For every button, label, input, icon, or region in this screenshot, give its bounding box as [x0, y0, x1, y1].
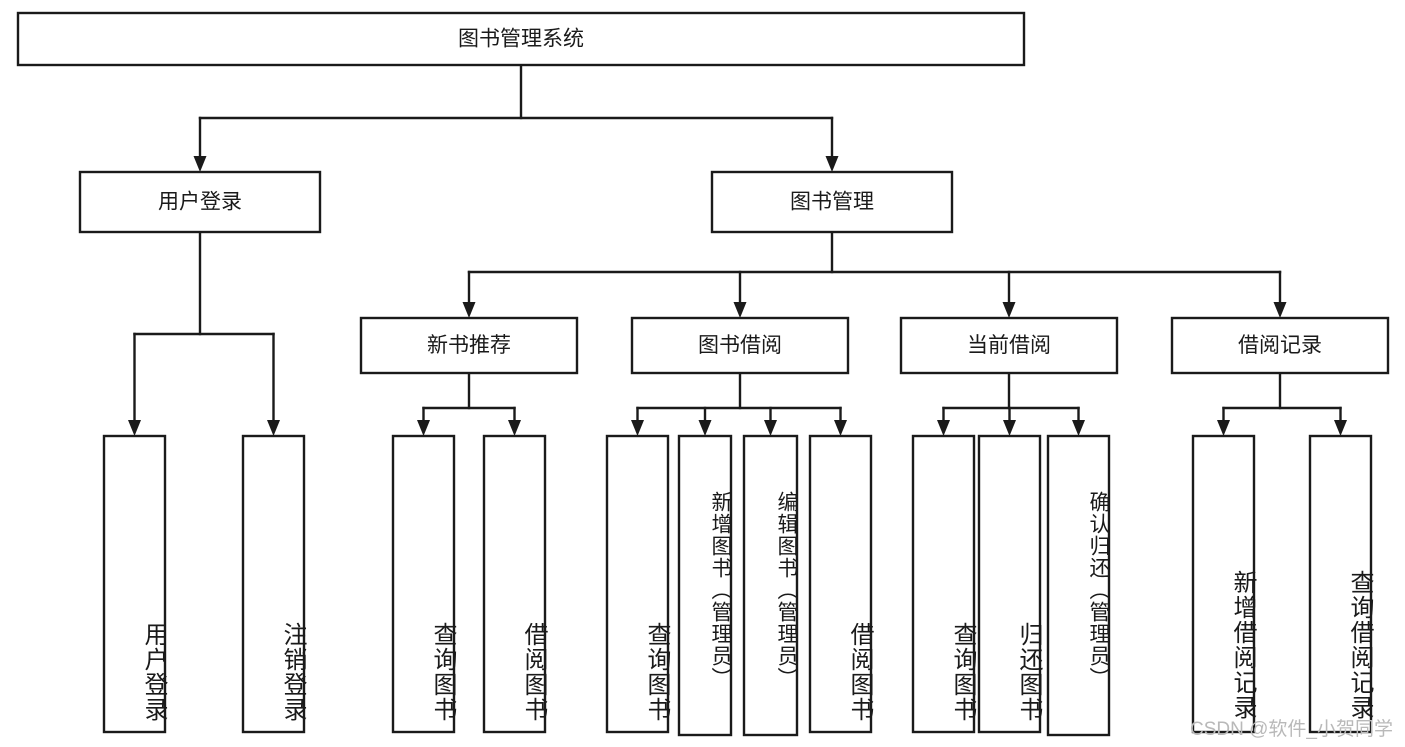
arrow-head-icon — [834, 420, 847, 436]
node-box-leaf-query-book-1[interactable] — [391, 434, 456, 734]
arrow-head-icon — [1334, 420, 1347, 436]
arrow-head-icon — [733, 302, 747, 318]
node-box-user-login[interactable] — [78, 170, 322, 234]
node-box-book-borrow[interactable] — [630, 316, 850, 375]
connector-group-new-book-rec — [417, 371, 521, 436]
node-box-new-book-rec[interactable] — [359, 316, 579, 375]
arrow-head-icon — [764, 420, 777, 436]
connector-group-current-borrow — [937, 371, 1085, 436]
arrow-head-icon — [1072, 420, 1085, 436]
node-label-user-login: 用户登录 — [158, 191, 242, 214]
arrow-head-icon — [698, 420, 712, 436]
node-label-new-book-rec: 新书推荐 — [427, 334, 511, 357]
arrow-head-icon — [417, 420, 430, 436]
arrow-head-icon — [1217, 420, 1230, 436]
connector-group-borrow-record — [1217, 371, 1347, 436]
connector-group-book-borrow — [631, 371, 847, 436]
node-box-leaf-query-record[interactable] — [1308, 434, 1373, 734]
node-label-book-borrow: 图书借阅 — [698, 334, 782, 357]
connector-group-user-login — [128, 230, 280, 436]
arrow-head-icon — [1273, 302, 1287, 318]
node-box-root[interactable] — [16, 11, 1026, 67]
node-box-leaf-borrow-book-2[interactable] — [808, 434, 873, 734]
node-box-leaf-query-book-3[interactable] — [911, 434, 976, 734]
arrow-head-icon — [508, 420, 521, 436]
arrow-head-icon — [825, 156, 839, 172]
arrow-head-icon — [937, 420, 950, 436]
connector-group-book-manage — [462, 230, 1287, 318]
node-box-borrow-record[interactable] — [1170, 316, 1390, 375]
arrow-head-icon — [631, 420, 644, 436]
node-box-leaf-return-book[interactable] — [977, 434, 1042, 734]
node-box-leaf-add-record[interactable] — [1191, 434, 1256, 734]
node-label-borrow-record: 借阅记录 — [1238, 334, 1322, 357]
arrow-head-icon — [462, 302, 476, 318]
arrow-head-icon — [128, 420, 141, 436]
arrow-head-icon — [267, 420, 280, 436]
arrow-head-icon — [1002, 302, 1016, 318]
node-box-leaf-add-book[interactable] — [677, 434, 733, 737]
node-box-leaf-query-book-2[interactable] — [605, 434, 670, 734]
node-label-current-borrow: 当前借阅 — [967, 334, 1051, 357]
arrow-head-icon — [1003, 420, 1016, 436]
node-box-leaf-edit-book[interactable] — [742, 434, 799, 737]
node-box-leaf-confirm-return[interactable] — [1046, 434, 1111, 737]
node-label-root: 图书管理系统 — [458, 28, 584, 51]
node-label-book-manage: 图书管理 — [790, 191, 874, 214]
node-box-book-manage[interactable] — [710, 170, 954, 234]
arrow-head-icon — [193, 156, 207, 172]
node-box-leaf-user-login[interactable] — [102, 434, 167, 734]
node-box-leaf-user-logout[interactable] — [241, 434, 306, 734]
connector-group-root — [193, 63, 839, 172]
node-box-leaf-borrow-book-1[interactable] — [482, 434, 547, 734]
node-box-current-borrow[interactable] — [899, 316, 1119, 375]
